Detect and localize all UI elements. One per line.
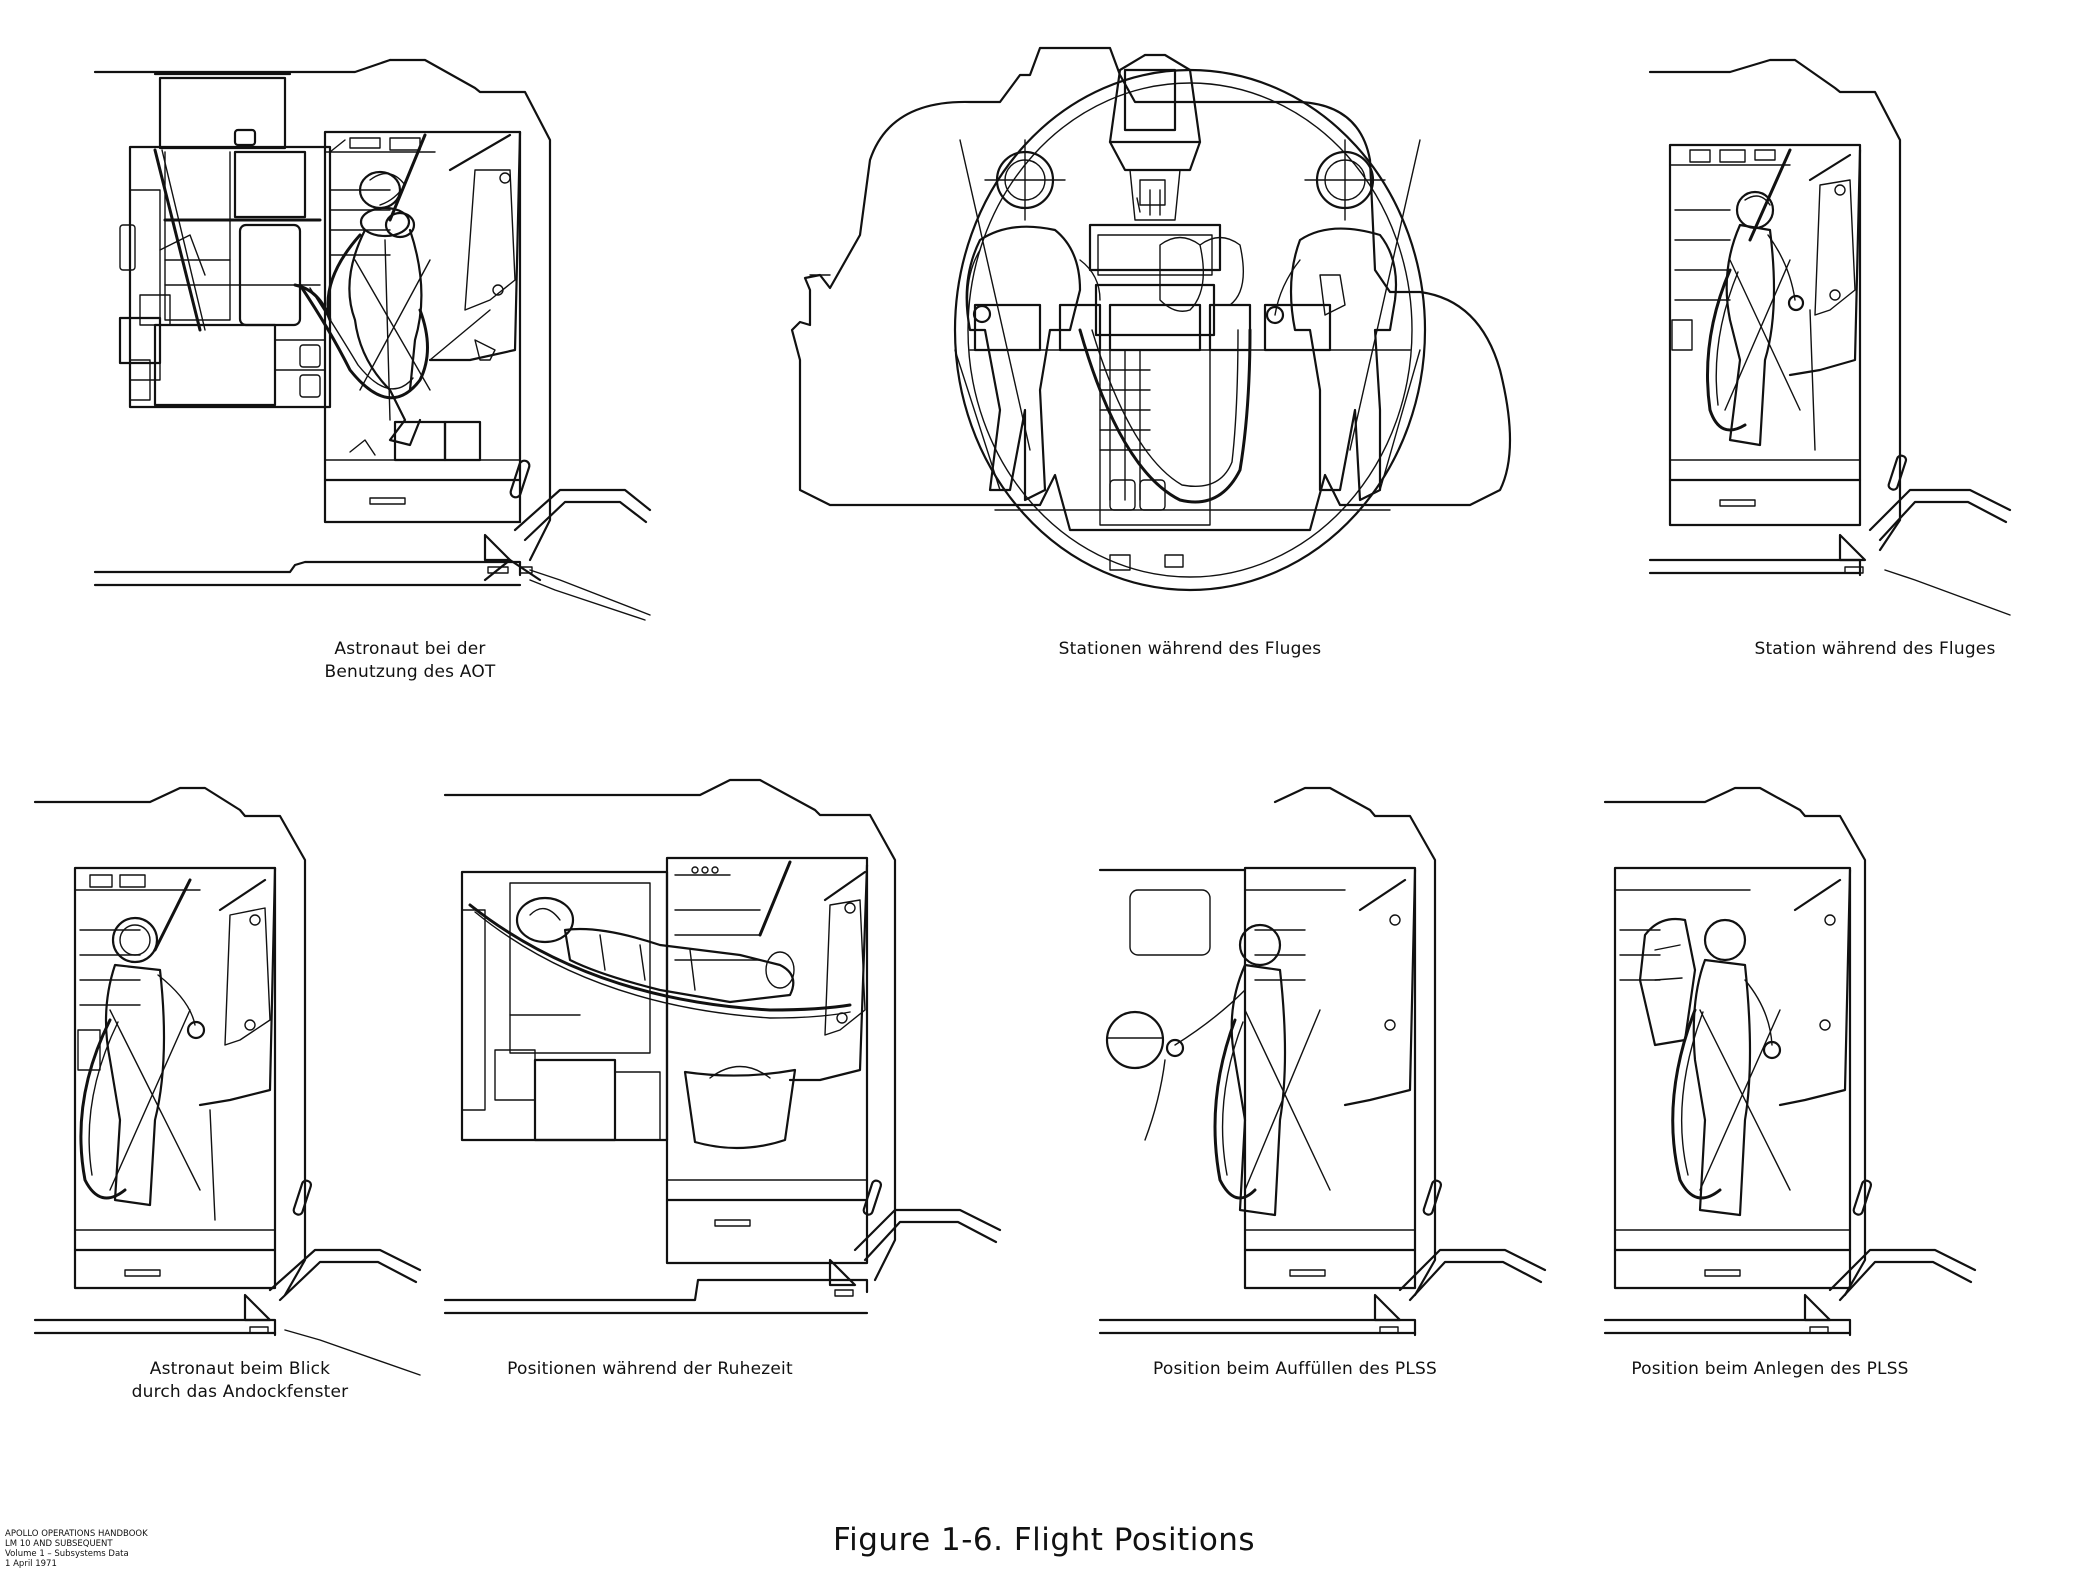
footer-line: APOLLO OPERATIONS HANDBOOK — [5, 1529, 148, 1539]
panel-plss-fill: Position beim Auffüllen des PLSS — [1095, 780, 1555, 1420]
footer-line: LM 10 AND SUBSEQUENT — [5, 1539, 113, 1549]
footer-line: 1 April 1971 — [5, 1559, 57, 1569]
panel-caption: Position beim Auffüllen des PLSS — [1153, 1359, 1437, 1379]
aot-cabin-diagram — [93, 58, 652, 621]
rest-period-cabin-diagram — [443, 778, 1002, 1315]
panel-caption: Astronaut beim Blick durch das Andockfen… — [131, 1359, 349, 1402]
docking-window-cabin-diagram — [33, 786, 422, 1376]
front-cabin-diagram — [790, 46, 1512, 592]
panel-caption: Astronaut bei der Benutzung des AOT — [324, 639, 496, 682]
panel-station-flight: Station während des Fluges — [1648, 58, 2070, 659]
panel-rest-period: Positionen während der Ruhezeit — [440, 778, 1100, 1380]
station-cabin-diagram — [1648, 58, 2012, 616]
panel-stations-flight: Stationen während des Fluges — [780, 30, 1640, 659]
footer-line: Volume 1 – Subsystems Data — [5, 1549, 129, 1559]
panel-caption: Stationen während des Fluges — [1058, 639, 1322, 659]
panel-aot: Astronaut bei der Benutzung des AOT — [90, 58, 750, 682]
panel-caption: Positionen während der Ruhezeit — [507, 1359, 793, 1379]
panel-docking-window: Astronaut beim Blick durch das Andockfen… — [30, 780, 430, 1420]
figure-title: Figure 1-6. Flight Positions — [833, 1522, 1256, 1558]
document-footer: APOLLO OPERATIONS HANDBOOK LM 10 AND SUB… — [5, 1529, 148, 1569]
panel-plss-donning: Position beim Anlegen des PLSS — [1600, 780, 2070, 1420]
plss-fill-cabin-diagram — [1098, 786, 1547, 1337]
panel-caption: Position beim Anlegen des PLSS — [1631, 1359, 1909, 1379]
plss-donning-cabin-diagram — [1603, 786, 1977, 1337]
panel-caption: Station während des Fluges — [1754, 639, 1996, 659]
